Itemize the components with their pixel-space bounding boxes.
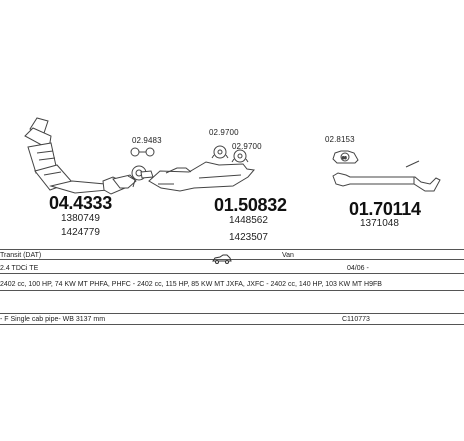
clamp-fitting-illustration (131, 165, 154, 181)
vehicle-note: - F Single cab pipe- WB 3137 mm (0, 316, 106, 323)
table-divider-2 (0, 273, 464, 274)
fitting-02-9483-illustration (130, 147, 155, 157)
car-side-icon (212, 254, 232, 264)
fitting-label-3: 02.9700 (232, 142, 262, 151)
fitting-02-9700-b-illustration (231, 149, 249, 163)
part-number-2: 01.50832 (214, 195, 287, 215)
table-divider-4 (0, 313, 464, 314)
part-ref-1b: 1424779 (61, 227, 100, 238)
fitting-02-9700-a-illustration (211, 145, 229, 159)
fitting-label-1: 02.9483 (132, 136, 162, 145)
vehicle-spec: 2402 cc, 100 HP, 74 KW MT PHFA, PHFC - 2… (0, 281, 382, 288)
table-divider-3 (0, 290, 464, 291)
part-number-1: 04.4333 (49, 193, 112, 213)
fitting-label-4: 02.8153 (325, 135, 355, 144)
tail-pipe-illustration (332, 160, 441, 192)
catalytic-converter-illustration (24, 117, 137, 195)
part-ref-1a: 1380749 (61, 213, 100, 224)
table-divider-1 (0, 259, 464, 260)
vehicle-date: 04/06 - (347, 265, 369, 272)
vehicle-code: C110773 (342, 316, 370, 323)
part-ref-2a: 1448562 (229, 215, 268, 226)
part-number-3: 01.70114 (349, 199, 421, 219)
vehicle-info-table: Transit (DAT) Van 2.4 TDCi TE 04/06 - 24… (0, 249, 464, 325)
vehicle-engine: 2.4 TDCi TE (0, 265, 39, 272)
svg-text:66: 66 (342, 155, 347, 160)
fitting-02-8153-illustration: 66 (332, 150, 359, 164)
exhaust-parts-illustration: 66 (24, 117, 441, 195)
fitting-label-2: 02.9700 (209, 128, 239, 137)
vehicle-body: Van (282, 252, 294, 259)
table-divider-top (0, 249, 464, 250)
part-ref-2b: 1423507 (229, 232, 268, 243)
middle-silencer-illustration (148, 161, 255, 192)
part-ref-3a: 1371048 (360, 218, 399, 229)
vehicle-model: Transit (DAT) (0, 252, 42, 259)
table-divider-bottom (0, 324, 464, 325)
